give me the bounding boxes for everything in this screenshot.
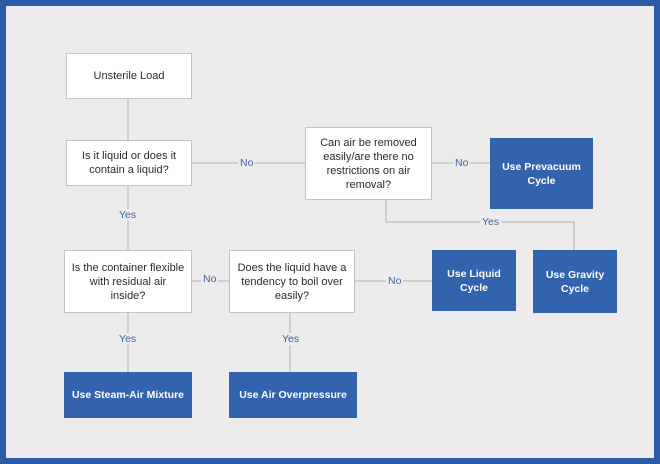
node-unsterile-load: Unsterile Load <box>66 53 192 99</box>
label-air-no: No <box>453 157 471 169</box>
node-question-liquid: Is it liquid or does it contain a liquid… <box>66 140 192 186</box>
node-question-flexible-container: Is the container flexible with residual … <box>64 250 192 313</box>
label-boil-no: No <box>386 275 404 287</box>
node-result-air-overpressure: Use Air Overpressure <box>229 372 357 418</box>
node-result-liquid-cycle: Use Liquid Cycle <box>432 250 516 311</box>
node-question-air-removal: Can air be removed easily/are there no r… <box>305 127 432 200</box>
node-result-gravity-cycle: Use Gravity Cycle <box>533 250 617 313</box>
label-air-yes: Yes <box>480 216 502 228</box>
label-liquid-yes: Yes <box>117 209 139 221</box>
node-result-steam-air-mixture: Use Steam-Air Mixture <box>64 372 192 418</box>
label-flexible-yes: Yes <box>117 333 139 345</box>
label-flexible-no: No <box>201 273 219 285</box>
label-boil-yes: Yes <box>280 333 302 345</box>
label-liquid-no: No <box>238 157 256 169</box>
node-question-boil-over: Does the liquid have a tendency to boil … <box>229 250 355 313</box>
node-result-prevacuum: Use Prevacuum Cycle <box>490 138 593 209</box>
